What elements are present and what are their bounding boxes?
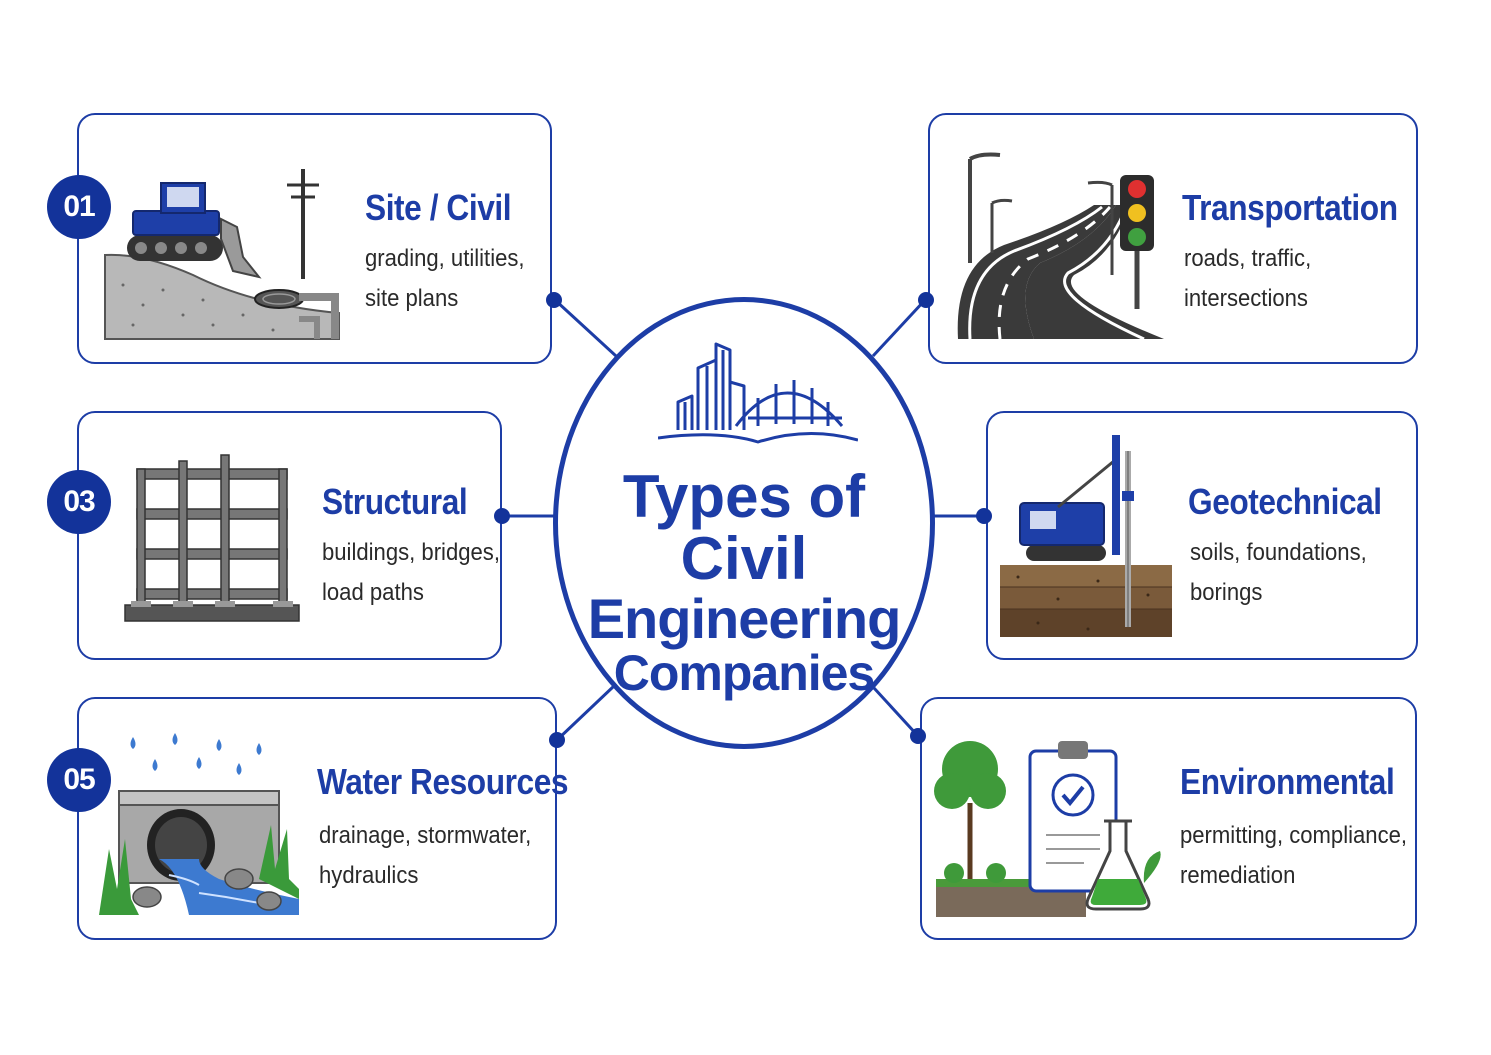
card-title: Site / Civil	[365, 187, 512, 228]
bulldozer-icon	[104, 169, 340, 340]
card-desc-line-2: hydraulics	[319, 862, 419, 889]
card-desc-line-1: roads, traffic,	[1184, 245, 1312, 272]
card-desc-line-1: permitting, compliance,	[1180, 822, 1408, 849]
center-title-line-2: Civil	[680, 525, 808, 592]
card-desc-line-1: drainage, stormwater,	[319, 822, 532, 849]
card-title: Transportation	[1182, 187, 1398, 228]
connector-water	[555, 684, 616, 742]
connector-dot-site-civil	[546, 292, 562, 308]
connector-environmental	[872, 686, 920, 738]
connector-dot-water	[549, 732, 565, 748]
clipboard-flask-icon	[934, 741, 1161, 917]
building-frame-icon	[124, 454, 300, 622]
card-geotechnical: Geotechnical soils, foundations, borings	[986, 411, 1418, 660]
number-badge-05: 05	[47, 748, 111, 812]
card-site-civil: Site / Civil grading, utilities, site pl…	[77, 113, 552, 364]
center-title-line-4: Companies	[613, 645, 876, 701]
drill-rig-icon	[1000, 435, 1172, 637]
card-title: Geotechnical	[1188, 481, 1382, 522]
connector-dot-environmental	[910, 728, 926, 744]
card-title: Environmental	[1180, 761, 1395, 802]
number-badge-03: 03	[47, 470, 111, 534]
number-badge-01: 01	[47, 175, 111, 239]
card-title: Water Resources	[317, 761, 569, 802]
card-desc-line-1: buildings, bridges,	[322, 539, 500, 566]
card-environmental: Environmental permitting, compliance, re…	[920, 697, 1417, 940]
card-desc-line-2: borings	[1190, 579, 1263, 606]
center-title-line-1: Types of	[622, 463, 866, 530]
card-desc-line-2: remediation	[1180, 862, 1296, 889]
connector-dot-geotechnical	[976, 508, 992, 524]
card-desc-line-1: soils, foundations,	[1190, 539, 1367, 566]
card-desc-line-2: intersections	[1184, 285, 1308, 312]
card-desc-line-1: grading, utilities,	[365, 245, 525, 272]
city-skyline-bridge-icon	[658, 342, 858, 444]
center-title-line-3: Engineering	[587, 587, 902, 650]
connector-dot-transportation	[918, 292, 934, 308]
connector-transportation	[871, 298, 927, 358]
card-desc-line-2: load paths	[322, 579, 424, 606]
card-transportation: Transportation roads, traffic, intersect…	[928, 113, 1418, 364]
card-title: Structural	[322, 481, 468, 522]
card-water-resources: Water Resources drainage, stormwater, hy…	[77, 697, 568, 940]
card-structural: Structural buildings, bridges, load path…	[77, 411, 502, 660]
culvert-stream-icon	[99, 733, 299, 915]
connector-site-civil	[553, 298, 618, 358]
connector-dot-structural	[494, 508, 510, 524]
road-traffic-light-icon	[957, 152, 1164, 341]
center-hub: Types of Civil Engineering Companies	[553, 297, 935, 749]
card-desc-line-2: site plans	[365, 285, 459, 312]
